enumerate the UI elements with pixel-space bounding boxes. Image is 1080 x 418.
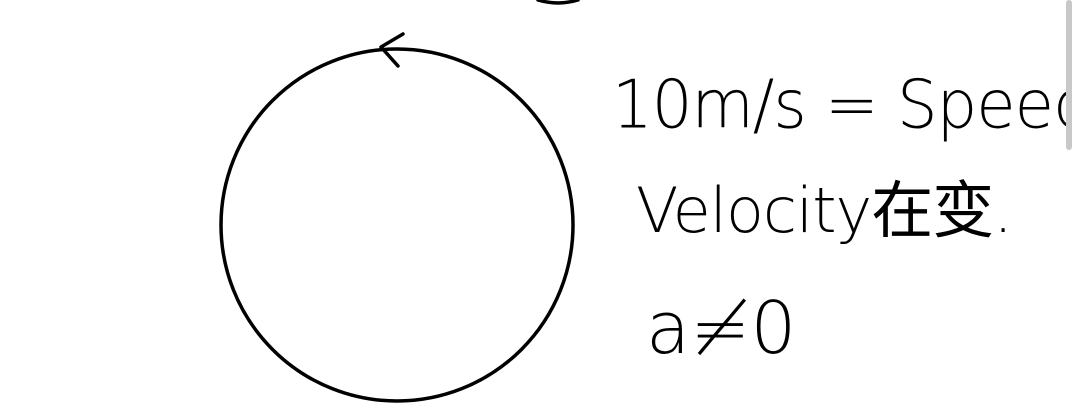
direction-arrowhead-icon bbox=[379, 32, 405, 68]
circular-path bbox=[219, 47, 575, 403]
scrollbar-thumb[interactable] bbox=[1066, 0, 1072, 150]
clipped-top-stroke bbox=[536, 0, 580, 5]
speed-annotation: 10m/s = Speed bbox=[612, 66, 1080, 145]
velocity-annotation: Velocity在变. bbox=[636, 174, 1013, 247]
vertical-scrollbar[interactable] bbox=[1066, 0, 1080, 418]
acceleration-annotation: a≠0 bbox=[646, 286, 797, 370]
